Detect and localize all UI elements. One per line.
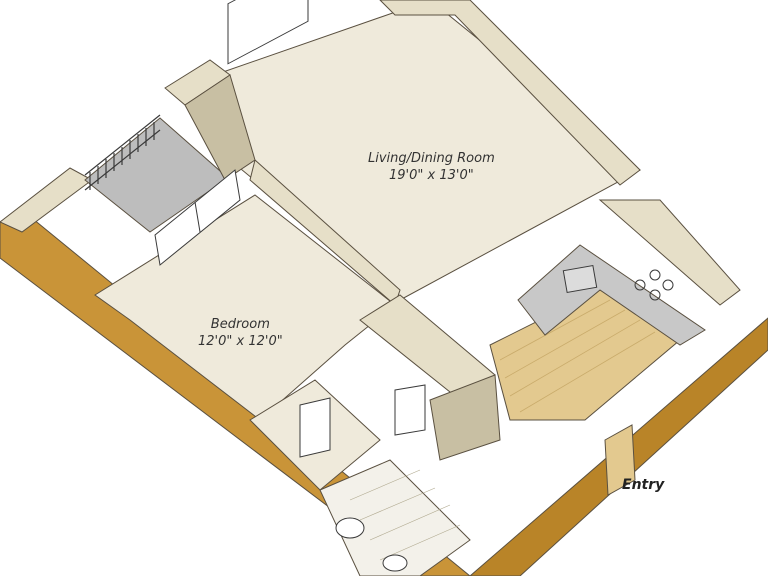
bedroom-label: Bedroom 12'0" x 12'0" xyxy=(198,316,283,350)
entry-door xyxy=(604,424,636,496)
hall-closet-door xyxy=(299,397,331,458)
window-balcony xyxy=(154,169,241,266)
living-room-name: Living/Dining Room xyxy=(368,151,495,166)
living-room-size: 19'0" x 13'0" xyxy=(389,168,474,183)
bath-tiles xyxy=(349,469,461,561)
kitchen-counter xyxy=(517,244,706,346)
bath-sink-icon xyxy=(335,517,365,539)
closet-side xyxy=(429,374,501,461)
stove-icon xyxy=(634,269,674,301)
entry-label: Entry xyxy=(622,477,665,493)
bathroom-floor xyxy=(319,459,471,576)
balcony-railing xyxy=(84,114,161,191)
kitchen-sink xyxy=(562,264,598,294)
bedroom-name: Bedroom xyxy=(210,317,270,332)
wood-planks xyxy=(499,299,656,413)
exterior-wall-top-left xyxy=(0,167,93,233)
wall-top-right xyxy=(379,0,641,186)
toilet-icon xyxy=(382,554,408,572)
kitchen-cabinets xyxy=(598,199,741,306)
living-room-label: Living/Dining Room 19'0" x 13'0" xyxy=(368,150,495,184)
closet-door xyxy=(394,384,426,436)
window-top xyxy=(227,0,309,65)
bedroom-size: 12'0" x 12'0" xyxy=(198,334,283,349)
